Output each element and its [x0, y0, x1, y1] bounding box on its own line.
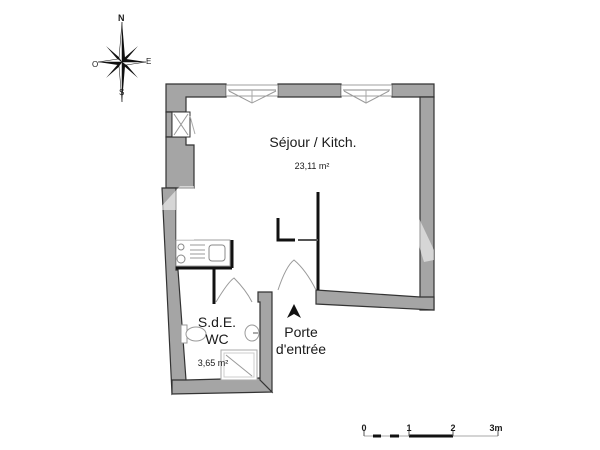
scale-tick-1: 1: [406, 423, 411, 433]
compass-north-label: N: [118, 13, 125, 23]
room-name-living: Séjour / Kitch.: [269, 134, 356, 150]
scale-tick-0: 0: [361, 423, 366, 433]
compass-east-label: E: [146, 57, 151, 66]
room-area-bathroom: 3,65 m²: [198, 358, 229, 368]
door-bathroom: [215, 277, 253, 303]
room-name-bathroom-line2: WC: [205, 331, 228, 347]
window-left: [171, 111, 196, 138]
room-name-bathroom-line1: S.d.E.: [198, 314, 236, 330]
kitchen-counter: [175, 239, 231, 267]
partitions: [176, 192, 320, 304]
window-top-left: [225, 84, 279, 104]
washbasin: [244, 324, 260, 342]
entrance-label-line1: Porte: [284, 324, 318, 340]
scale-tick-3: 3m: [489, 423, 502, 433]
scale-tick-2: 2: [450, 423, 455, 433]
compass-south-label: S: [119, 88, 124, 97]
compass-rose-icon: [97, 21, 147, 103]
scale-bar: [363, 430, 499, 438]
compass-west-label: O: [92, 60, 98, 69]
toilet: [180, 324, 207, 344]
entrance-label-line2: d'entrée: [276, 341, 326, 357]
door-entrance: [277, 259, 317, 291]
entrance-arrow-icon: [287, 304, 301, 318]
watermark: [158, 186, 434, 262]
window-top-right: [340, 84, 393, 104]
room-area-living: 23,11 m²: [295, 161, 330, 171]
shower: [220, 349, 258, 381]
